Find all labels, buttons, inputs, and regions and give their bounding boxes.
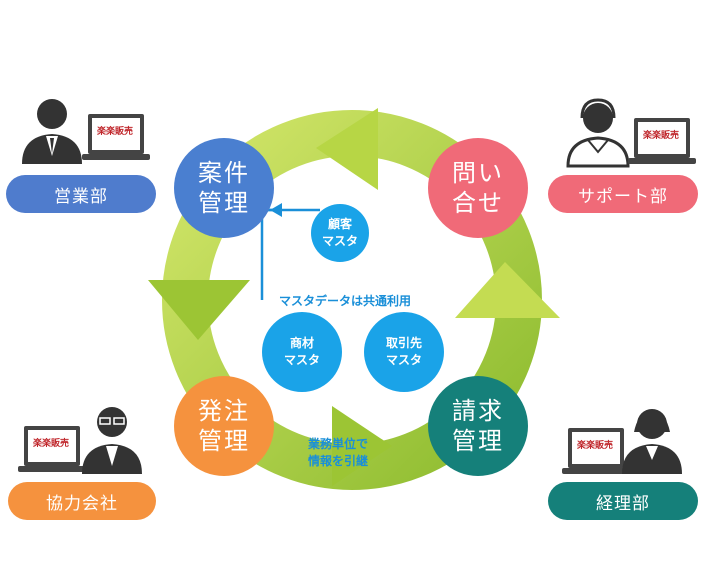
node-toiawase-line1: 問い bbox=[452, 159, 504, 187]
master-shozai: 商材 マスタ bbox=[262, 312, 342, 392]
note-shared-master: マスタデータは共通利用 bbox=[279, 294, 412, 308]
master-kokyaku: 顧客 マスタ bbox=[311, 204, 369, 262]
laptop-kyoryoku-label: 楽楽販売 bbox=[33, 437, 69, 449]
arrowhead-left bbox=[148, 280, 250, 340]
dept-support: サポート部 bbox=[548, 175, 698, 213]
arrowhead-top bbox=[316, 108, 378, 190]
node-toiawase-line2: 合せ bbox=[452, 189, 504, 217]
laptop-eigyo-label: 楽楽販売 bbox=[97, 125, 133, 137]
dept-kyoryoku: 協力会社 bbox=[8, 482, 156, 520]
arrowhead-bottom bbox=[332, 406, 392, 486]
person-support-icon bbox=[566, 98, 630, 168]
arrowhead-right bbox=[455, 262, 560, 318]
note-transfer: 業務単位で 情報を引継 bbox=[308, 436, 368, 470]
node-toiawase: 問い 合せ bbox=[428, 138, 528, 238]
node-anken-line2: 管理 bbox=[198, 189, 250, 217]
person-kyoryoku-icon bbox=[82, 407, 142, 474]
master-shozai-line1: 商材 bbox=[289, 336, 314, 350]
person-eigyo-icon bbox=[22, 99, 82, 164]
master-kokyaku-line2: マスタ bbox=[321, 234, 358, 248]
master-torihikisaki: 取引先 マスタ bbox=[364, 312, 444, 392]
note-transfer-line1: 業務単位で bbox=[308, 437, 369, 451]
dept-eigyo: 営業部 bbox=[6, 175, 156, 213]
laptop-keiri-label: 楽楽販売 bbox=[577, 439, 613, 451]
dept-keiri: 経理部 bbox=[548, 482, 698, 520]
master-torihikisaki-line1: 取引先 bbox=[385, 336, 422, 350]
node-seikyu: 請求 管理 bbox=[428, 376, 528, 476]
laptop-support-label: 楽楽販売 bbox=[643, 129, 679, 141]
master-shozai-line2: マスタ bbox=[283, 353, 320, 367]
node-anken: 案件 管理 bbox=[174, 138, 274, 238]
laptop-kyoryoku-icon bbox=[18, 426, 86, 472]
connector-arrowhead bbox=[270, 203, 282, 217]
node-seikyu-line1: 請求 bbox=[452, 397, 504, 425]
master-torihikisaki-line2: マスタ bbox=[385, 353, 422, 367]
note-transfer-line2: 情報を引継 bbox=[308, 454, 369, 468]
node-hacchu-line2: 管理 bbox=[198, 427, 250, 455]
laptop-keiri-icon bbox=[562, 428, 630, 474]
node-anken-line1: 案件 bbox=[198, 159, 250, 187]
person-keiri-icon bbox=[622, 409, 682, 474]
laptop-support-icon bbox=[628, 118, 696, 164]
node-hacchu: 発注 管理 bbox=[174, 376, 274, 476]
master-connector bbox=[260, 208, 276, 300]
laptop-eigyo-icon bbox=[82, 114, 150, 160]
node-seikyu-line2: 管理 bbox=[452, 427, 504, 455]
master-kokyaku-line1: 顧客 bbox=[327, 217, 352, 231]
node-hacchu-line1: 発注 bbox=[198, 397, 250, 425]
